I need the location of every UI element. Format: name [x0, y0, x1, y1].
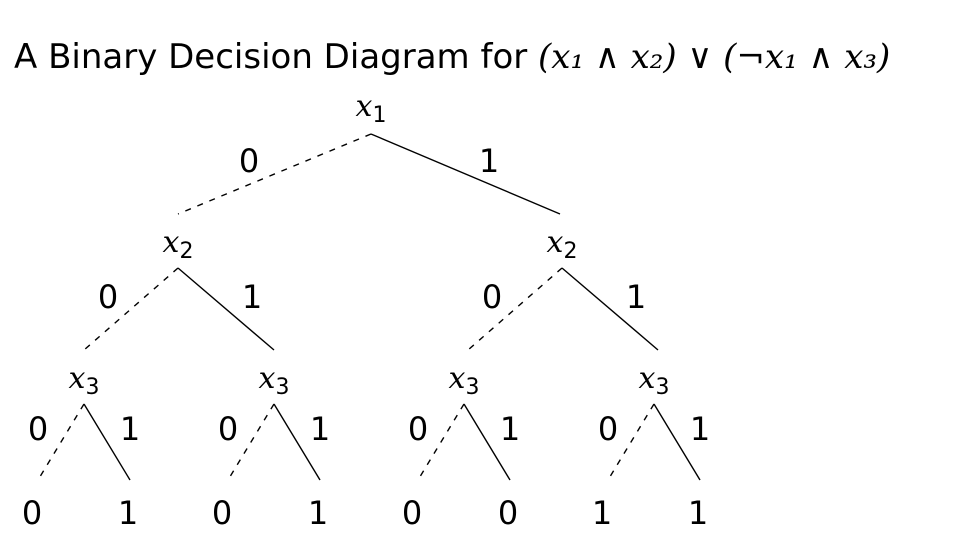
- edge-label-low-r10: 0: [408, 410, 428, 448]
- edge-low-r10: [417, 403, 465, 481]
- edge-label-low-r00: 0: [28, 410, 48, 448]
- edge-low-r00: [37, 403, 85, 481]
- edge-label-low-r01: 0: [218, 410, 238, 448]
- leaf-r10-low: 0: [402, 494, 422, 532]
- edge-label-low-r: 0: [239, 142, 259, 180]
- leaf-r00-low: 0: [22, 494, 42, 532]
- node-r1-subscript: 2: [563, 239, 577, 264]
- node-r-subscript: 1: [372, 103, 386, 128]
- node-r00-subscript: 3: [85, 375, 99, 400]
- edge-high-r0: [177, 267, 275, 351]
- edge-label-high-r0: 1: [242, 278, 262, 316]
- node-r0-var: x: [163, 225, 180, 260]
- node-r01-var: x: [259, 361, 276, 396]
- edge-high-r10: [463, 403, 511, 481]
- diagram-title-prefix: A Binary Decision Diagram for: [14, 37, 538, 77]
- edge-label-low-r11: 0: [598, 410, 618, 448]
- node-r1: x2: [547, 225, 578, 264]
- edge-label-high-r01: 1: [310, 410, 330, 448]
- node-r11: x3: [639, 361, 670, 400]
- edge-label-high-r10: 1: [500, 410, 520, 448]
- edge-label-high-r11: 1: [690, 410, 710, 448]
- edge-high-r01: [273, 403, 321, 481]
- node-r-var: x: [356, 89, 373, 124]
- edge-high-r00: [83, 403, 131, 481]
- edge-label-high-r1: 1: [626, 278, 646, 316]
- node-r1-var: x: [547, 225, 564, 260]
- edge-low-r01: [227, 403, 275, 481]
- edge-low-r: [177, 133, 372, 215]
- edge-high-r1: [561, 267, 659, 351]
- node-r01-subscript: 3: [275, 375, 289, 400]
- node-r0-subscript: 2: [179, 239, 193, 264]
- leaf-r11-low: 1: [592, 494, 612, 532]
- edge-label-low-r1: 0: [482, 278, 502, 316]
- node-r11-var: x: [639, 361, 656, 396]
- node-r11-subscript: 3: [655, 375, 669, 400]
- node-r: x1: [356, 89, 387, 128]
- leaves-layer: 0 1 0 1 0 0 1 1: [22, 494, 708, 532]
- edges-layer: [37, 133, 701, 481]
- edge-label-high-r: 1: [479, 142, 499, 180]
- node-r00-var: x: [69, 361, 86, 396]
- node-r10: x3: [449, 361, 480, 400]
- leaf-r10-high: 0: [498, 494, 518, 532]
- leaf-r01-high: 1: [308, 494, 328, 532]
- node-r10-subscript: 3: [465, 375, 479, 400]
- diagram-title-formula: (x₁ ∧ x₂) ∨ (¬x₁ ∧ x₃): [538, 37, 890, 77]
- node-r01: x3: [259, 361, 290, 400]
- leaf-r01-low: 0: [212, 494, 232, 532]
- edge-labels-layer: 0 1 0 1 0 1 0 1 0 1 0 1 0 1: [28, 142, 710, 448]
- node-r10-var: x: [449, 361, 466, 396]
- diagram-title: A Binary Decision Diagram for (x₁ ∧ x₂) …: [14, 37, 890, 77]
- node-r0: x2: [163, 225, 194, 264]
- node-r00: x3: [69, 361, 100, 400]
- edge-label-low-r0: 0: [98, 278, 118, 316]
- edge-high-r: [370, 133, 561, 215]
- edge-high-r11: [653, 403, 701, 481]
- leaf-r00-high: 1: [118, 494, 138, 532]
- leaf-r11-high: 1: [688, 494, 708, 532]
- edge-low-r11: [607, 403, 655, 481]
- edge-label-high-r00: 1: [120, 410, 140, 448]
